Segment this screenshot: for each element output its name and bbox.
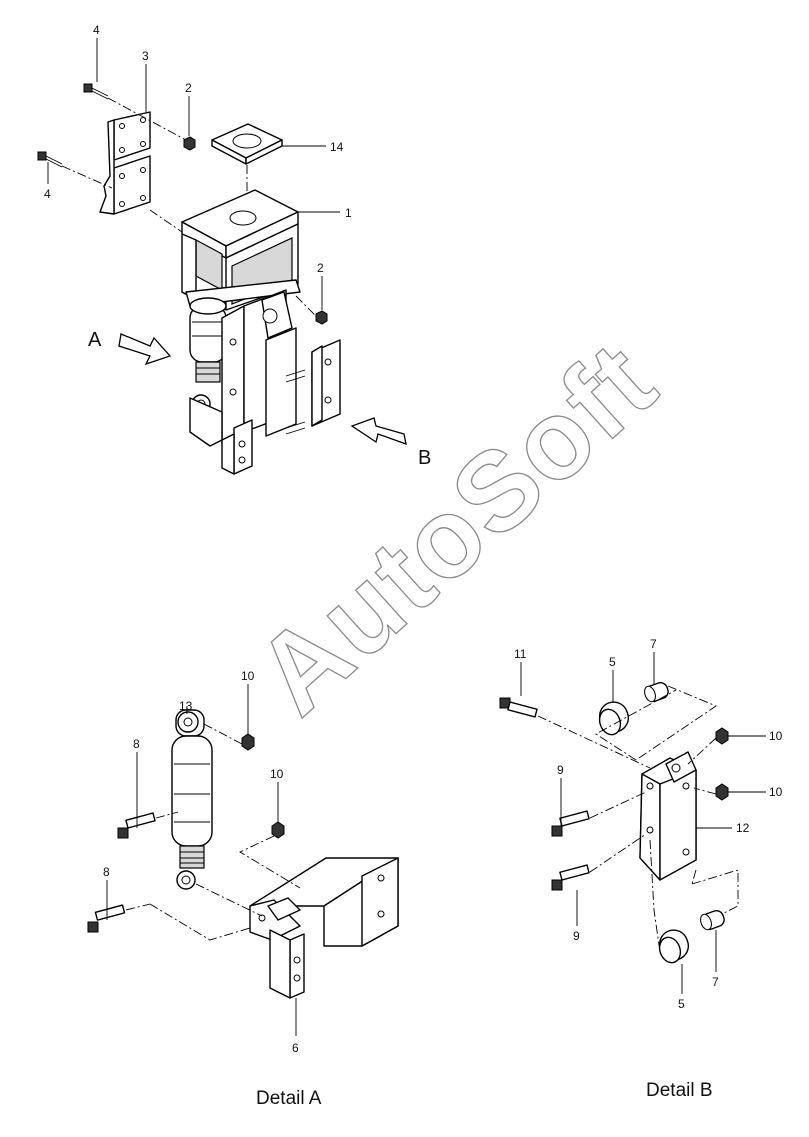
callout-main-1: 1 — [345, 206, 352, 220]
view-arrow-b — [350, 417, 407, 445]
bolt-9-upper — [551, 810, 590, 837]
callout-b-5b: 5 — [678, 997, 685, 1011]
bracket-12 — [639, 751, 697, 881]
callout-b-9a: 9 — [557, 763, 564, 777]
bolt-8-upper — [117, 812, 156, 839]
callout-main-3: 3 — [142, 49, 149, 63]
nut-10-upper — [241, 733, 255, 751]
nut-10-b-lower — [715, 783, 729, 801]
callout-main-14: 14 — [330, 140, 344, 154]
callout-b-7b: 7 — [712, 975, 719, 989]
callout-a-13: 13 — [179, 699, 193, 713]
bolt-11 — [499, 697, 538, 718]
callout-b-12: 12 — [736, 821, 750, 835]
callout-main-4b: 4 — [44, 187, 51, 201]
caption-detail-b: Detail B — [646, 1080, 713, 1101]
shock-absorber-13 — [171, 709, 213, 890]
nut-2-lower — [315, 310, 328, 325]
caption-detail-a: Detail A — [256, 1088, 322, 1109]
main-assembly — [37, 38, 407, 475]
view-arrow-a — [118, 333, 172, 366]
support-bracket-6 — [249, 857, 399, 999]
callout-b-10b: 10 — [769, 785, 783, 799]
bolt-9-lower — [551, 864, 590, 891]
lower-bracket — [189, 397, 253, 475]
cylinder-assembly — [189, 297, 227, 414]
callout-main-2a: 2 — [185, 81, 192, 95]
callout-a-8b: 8 — [103, 865, 110, 879]
detail-b-assembly — [499, 652, 766, 994]
callout-main-4a: 4 — [93, 23, 100, 37]
bushing-5-upper — [598, 701, 630, 736]
hinge-plate-3 — [99, 111, 151, 215]
callout-b-9b: 9 — [573, 929, 580, 943]
detail-a-assembly — [87, 684, 399, 1036]
callout-numbers: 4 3 2 14 4 1 2 10 13 8 10 8 6 11 5 7 10 … — [44, 23, 783, 1055]
view-letter-a: A — [88, 329, 102, 351]
callout-b-7a: 7 — [650, 637, 657, 651]
callout-b-5a: 5 — [609, 655, 616, 669]
callout-a-10a: 10 — [241, 669, 255, 683]
square-washer-14 — [211, 123, 283, 165]
watermark: AutoSoft — [232, 318, 679, 738]
sleeve-7-lower — [700, 909, 725, 931]
bolt-8-lower — [87, 904, 126, 933]
callout-a-8a: 8 — [133, 737, 140, 751]
callout-b-11: 11 — [514, 647, 527, 661]
view-letter-b: B — [418, 447, 431, 469]
side-plates — [221, 289, 341, 445]
bolt-4-lower — [37, 151, 63, 168]
bolt-4-upper — [83, 83, 109, 100]
nut-10-b-upper — [715, 727, 729, 745]
bushing-5-lower — [658, 929, 690, 964]
callout-a-6: 6 — [292, 1041, 299, 1055]
callout-b-10a: 10 — [769, 729, 783, 743]
callout-main-2b: 2 — [317, 261, 324, 275]
sleeve-7-upper — [644, 681, 669, 703]
nut-2-upper — [183, 136, 196, 151]
callout-a-10b: 10 — [270, 767, 284, 781]
